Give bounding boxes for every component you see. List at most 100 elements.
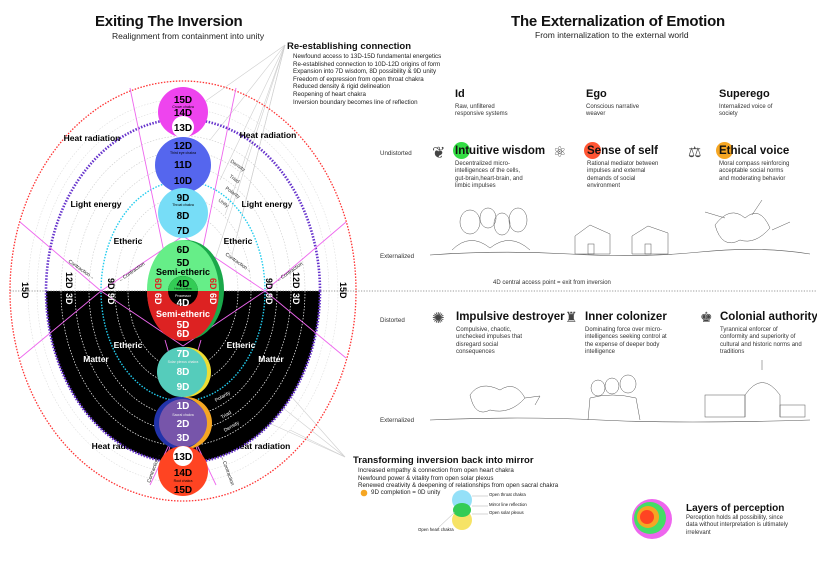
authority-figure-icon: ♚ [700, 309, 713, 325]
svg-text:8D: 8D [177, 211, 190, 222]
illustration-capitol [704, 360, 806, 418]
figures-icon: ♜ [565, 309, 578, 325]
card-ethical-voice: ⚖ Ethical voice Moral compass reinforcin… [688, 142, 789, 183]
card-title: Inner colonizer [585, 311, 667, 323]
row-label-externalized: Externalized [380, 417, 415, 424]
column-head: Superego [719, 88, 770, 100]
illustration-people-circle [451, 207, 531, 251]
svg-text:12D: 12D [64, 272, 74, 289]
svg-text:2D: 2D [177, 419, 190, 430]
layers-desc: Perception holds all possibility, since … [686, 515, 789, 536]
svg-text:←Contraction: ←Contraction [118, 261, 147, 284]
list-item: Inversion boundary becomes line of refle… [293, 98, 418, 106]
card-inner-colonizer: ♜ Inner colonizer Dominating force over … [565, 309, 667, 357]
sacral-chakra: 1D Sacral chakra 2D 3D [154, 397, 212, 449]
column-desc: Raw, unfiltered responsive systems [455, 104, 508, 118]
list-item: Renewed creativity & deepening of relati… [358, 482, 559, 490]
card-desc: Tyrannical enforcer of conformity and su… [720, 327, 802, 356]
svg-text:6D: 6D [208, 278, 218, 290]
illustration-soldiers [587, 374, 641, 421]
list-item: Reduced density & rigid delineation [293, 83, 390, 91]
svg-text:6D: 6D [177, 245, 190, 256]
list-item: Newfound access to 13D-15D fundamental e… [293, 53, 442, 60]
etheric-label: Etheric [224, 236, 253, 246]
card-desc: Moral compass reinforcing acceptable soc… [719, 161, 790, 182]
axis-labels: 15D 15D 12D 3D 12D 3D 9D 9D 9D 9D 6D 6D … [20, 272, 348, 305]
etheric-label: Etheric [227, 340, 256, 350]
svg-text:Semi-etheric: Semi-etheric [156, 267, 210, 277]
svg-text:6D: 6D [177, 329, 190, 340]
svg-text:3D: 3D [64, 293, 74, 305]
svg-text:6D: 6D [208, 293, 218, 305]
illustration-houses [574, 224, 669, 255]
svg-text:Third eye chakra: Third eye chakra [170, 151, 196, 155]
legend-throat: Open throat chakra [489, 492, 526, 497]
svg-text:9D: 9D [106, 278, 116, 290]
list-item: Increased empathy & connection from open… [358, 467, 514, 474]
card-title: Impulsive destroyer [456, 311, 565, 323]
column-desc: Conscious narrative weaver [586, 104, 640, 118]
left-title: Exiting The Inversion [95, 13, 243, 30]
column-head: Id [455, 88, 465, 100]
root-chakra: 13D 14D Root chakra 15D [158, 446, 208, 496]
svg-text:1D: 1D [177, 401, 190, 412]
svg-text:4D: 4D [177, 298, 190, 309]
matter-label: Matter [258, 354, 284, 364]
svg-text:14D: 14D [174, 108, 192, 119]
svg-text:8D: 8D [177, 367, 190, 378]
svg-text:15D: 15D [338, 282, 348, 299]
reestablishing-section: Re-establishing connection Newfound acce… [287, 41, 441, 106]
light-energy-label: Light energy [70, 199, 121, 209]
legend-heart: Open heart chakra [418, 527, 454, 532]
heat-radiation-label: Heat radiation [64, 133, 121, 143]
svg-text:Triad: Triad [220, 410, 233, 421]
card-desc: Rational mediator between impulses and e… [587, 161, 659, 190]
completion-note: 9D completion = 0D unity [371, 489, 441, 496]
scales-icon: ⚖ [688, 144, 702, 161]
column-superego: Superego Internalized voice of society [719, 88, 809, 119]
left-subtitle: Realignment from containment into unity [112, 31, 265, 41]
card-title: Sense of self [587, 145, 658, 157]
tangle-icon: ✺ [432, 310, 445, 327]
svg-text:Density: Density [229, 159, 247, 174]
card-impulsive-destroyer: ✺ Impulsive destroyer Compulsive, chaoti… [432, 310, 565, 357]
list-item: Expansion into 7D wisdom, 8D possibility… [293, 68, 437, 76]
accent-dot [716, 142, 733, 159]
svg-text:6D: 6D [153, 278, 163, 290]
row-label-externalized: Externalized [380, 253, 415, 260]
heat-radiation-label: Heat radiation [92, 441, 149, 451]
layers-section: Layers of perception Perception holds al… [686, 503, 790, 537]
light-energy-label: Light energy [241, 199, 292, 209]
illustration-fighters [469, 385, 541, 413]
row-label-undistorted: Undistorted [380, 150, 412, 157]
svg-text:7D: 7D [177, 226, 190, 237]
svg-text:13D: 13D [174, 452, 192, 463]
legend-solar: Open solar plexus [489, 510, 524, 515]
svg-text:Processor: Processor [175, 294, 192, 298]
card-colonial-authority: ♚ Colonial authority Tyrannical enforcer… [700, 309, 817, 357]
svg-text:3D: 3D [291, 293, 301, 305]
svg-text:9D: 9D [264, 278, 274, 290]
reestablishing-title: Re-establishing connection [287, 41, 412, 52]
svg-text:9D: 9D [106, 293, 116, 305]
list-item: Reopening of heart chakra [293, 90, 366, 98]
svg-text:Crown chakra: Crown chakra [172, 105, 194, 109]
etheric-label: Etheric [114, 236, 143, 246]
svg-text:9D: 9D [177, 382, 190, 393]
svg-text:11D: 11D [174, 160, 192, 171]
brain-icon: ❦ [432, 145, 446, 162]
svg-text:Root chakra: Root chakra [174, 479, 193, 483]
reestablishing-list: Newfound access to 13D-15D fundamental e… [293, 53, 441, 106]
svg-text:Semi-etheric: Semi-etheric [156, 309, 210, 319]
svg-text:4D: 4D [177, 279, 190, 290]
card-title: Intuitive wisdom [455, 145, 546, 157]
svg-text:14D: 14D [174, 468, 192, 479]
heat-radiation-label: Heat radiation [240, 130, 297, 140]
svg-text:6D: 6D [153, 293, 163, 305]
list-item: Freedom of expression from open throat c… [293, 75, 424, 83]
list-item: Newfound power & vitality from open sola… [358, 474, 494, 482]
svg-text:Sacral chakra: Sacral chakra [172, 413, 193, 417]
row-label-distorted: Distorted [380, 317, 405, 324]
svg-text:12D: 12D [174, 141, 192, 152]
